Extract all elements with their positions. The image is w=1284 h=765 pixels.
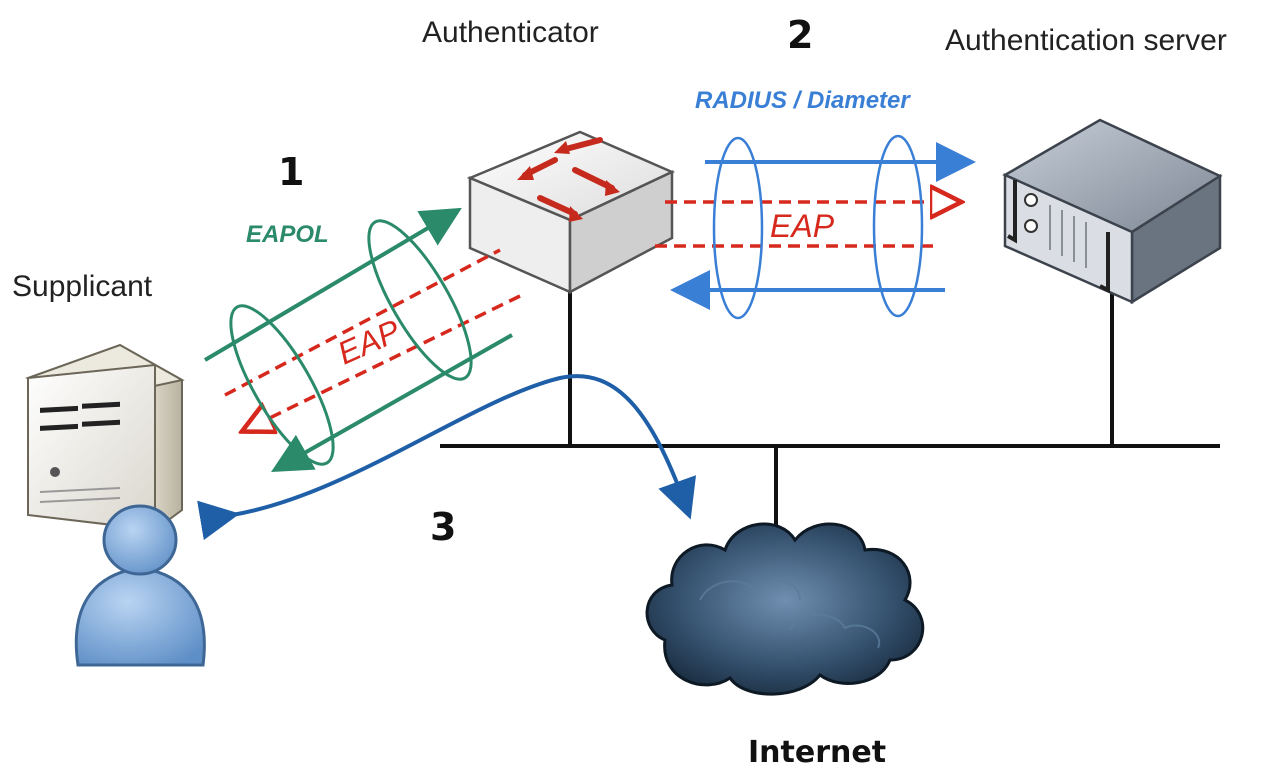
radius-tunnel-ring-2: [872, 134, 924, 318]
internet-access-arrow: [197, 374, 697, 541]
user-icon: [74, 504, 206, 667]
eapol-arrow-to-supplicant: [271, 333, 513, 472]
eap-label-left: EAP: [332, 312, 406, 371]
authentication-server-label: Authentication server: [945, 24, 1227, 57]
eap-label-right: EAP: [770, 208, 835, 244]
tower-side: [154, 363, 183, 532]
step-2-label: 2: [787, 13, 813, 57]
internet-label: Internet: [748, 735, 886, 765]
network-bus: [440, 290, 1220, 530]
computer-tower-with-user-icon: [25, 343, 206, 667]
radius-diameter-label: RADIUS / Diameter: [695, 87, 911, 114]
authenticator-label: Authenticator: [422, 16, 599, 49]
radius-tunnel-ring-1: [712, 136, 764, 320]
network-switch-icon: [466, 130, 676, 295]
cloud-icon: [645, 522, 925, 696]
eap-dashed-upper-left: [224, 248, 501, 397]
eapol-tunnel-ring-2: [367, 219, 473, 381]
supplicant-label: Supplicant: [12, 270, 153, 303]
eapol-exchange: [203, 207, 521, 472]
radius-exchange: [655, 134, 976, 320]
step-3-label: 3: [430, 505, 456, 549]
eapol-tunnel-ring-1: [229, 304, 335, 466]
eapol-arrow-to-authenticator: [203, 207, 462, 362]
eap-dashed-lower-left: [245, 294, 521, 430]
rack-server-icon: [1002, 118, 1223, 305]
eapol-label: EAPOL: [246, 221, 329, 248]
step-1-label: 1: [278, 150, 304, 194]
